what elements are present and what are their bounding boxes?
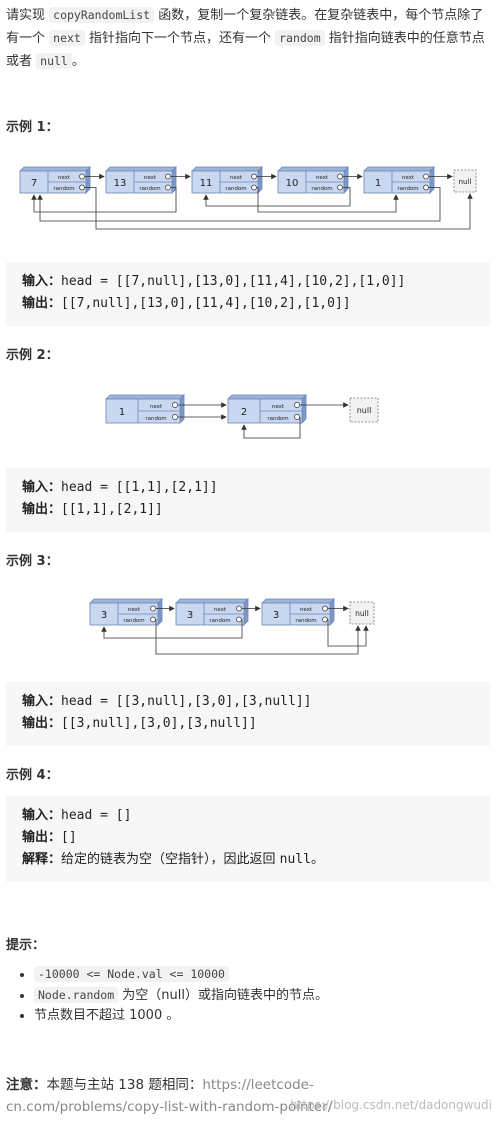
note-label: 注意： [6,1077,47,1093]
list-item: 节点数目不超过 1000 。 [34,1006,328,1026]
example-2-title: 示例 2： [6,348,59,363]
example-4-title: 示例 4： [6,768,59,783]
list-node: 2 next random [227,394,307,424]
list-node: 3 next random [89,598,163,626]
node-value: 13 [114,178,127,189]
example-1-diagram: 7 next random 13 next random 11 next ran… [19,166,477,230]
hints-title: 提示： [6,938,46,953]
node-value: 2 [241,407,247,418]
node-value: 3 [273,610,279,621]
null-node: null [349,601,375,625]
list-item: Node.random 为空（null）或指向链表中的节点。 [34,985,328,1006]
inline-code: random [275,30,325,46]
list-node: 10 next random [277,166,349,194]
next-label: next [272,404,285,410]
example-1-title: 示例 1： [6,120,59,135]
random-label: random [295,618,316,624]
problem-link[interactable]: https://leetcode-cn.com/problems/copy-li… [6,1077,333,1115]
next-label: next [230,175,243,181]
svg-text:null: null [355,609,369,618]
problem-description: 请实现 copyRandomList 函数，复制一个复杂链表。在复杂链表中，每个… [6,7,485,69]
list-node: 11 next random [191,166,263,194]
pointer-arrows [101,605,369,655]
null-node: null [349,397,379,423]
inline-code: null [36,53,72,69]
inline-code: copyRandomList [49,7,155,23]
random-label: random [397,186,418,192]
random-label: random [267,416,288,422]
example-2-diagram: 1 next random 2 next random null [105,394,379,439]
svg-text:null: null [459,178,472,186]
node-value: 10 [286,178,299,189]
random-label: random [209,618,230,624]
list-node: 3 next random [261,598,335,626]
inline-code: next [49,30,85,46]
example-3-code: 输入：head = [[3,null],[3,0],[3,null]] 输出：[… [6,682,490,746]
next-label: next [316,175,329,181]
list-node: 3 next random [175,598,249,626]
example-3-title: 示例 3： [6,554,59,569]
random-label: random [145,416,166,422]
pointer-arrows [178,402,349,439]
svg-text:null: null [357,406,372,415]
pointer-arrows [31,173,473,230]
random-label: random [225,186,246,192]
random-label: random [123,618,144,624]
next-label: next [150,404,163,410]
next-label: next [300,607,313,613]
list-node: 13 next random [105,166,177,194]
watermark: https://blog.csdn.net/dadongwudi [290,1098,492,1112]
node-value: 11 [200,178,213,189]
null-node: null [453,169,477,193]
node-value: 1 [375,178,381,189]
node-value: 7 [31,178,37,189]
list-item: -10000 <= Node.val <= 10000 [34,964,328,985]
example-1-code: 输入：head = [[7,null],[13,0],[11,4],[10,2]… [6,262,490,326]
example-2-code: 输入：head = [[1,1],[2,1]] 输出：[[1,1],[2,1]] [6,468,490,532]
note: 注意：本题与主站 138 题相同：https://leetcode-cn.com… [6,1077,333,1115]
next-label: next [58,175,71,181]
hints-list: -10000 <= Node.val <= 10000 Node.random … [6,964,328,1026]
node-value: 3 [101,610,107,621]
next-label: next [128,607,141,613]
next-label: next [214,607,227,613]
node-value: 1 [119,407,125,418]
random-label: random [53,186,74,192]
next-label: next [144,175,157,181]
node-value: 3 [187,610,193,621]
example-3-diagram: 3 next random 3 next random 3 next rando… [89,598,375,655]
random-label: random [139,186,160,192]
list-node: 1 next random [105,394,185,424]
list-node: 7 next random [19,166,91,194]
example-4-code: 输入：head = [] 输出：[] 解释：给定的链表为空（空指针），因此返回 … [6,796,490,882]
list-node: 1 next random [363,166,435,194]
next-label: next [402,175,415,181]
random-label: random [311,186,332,192]
